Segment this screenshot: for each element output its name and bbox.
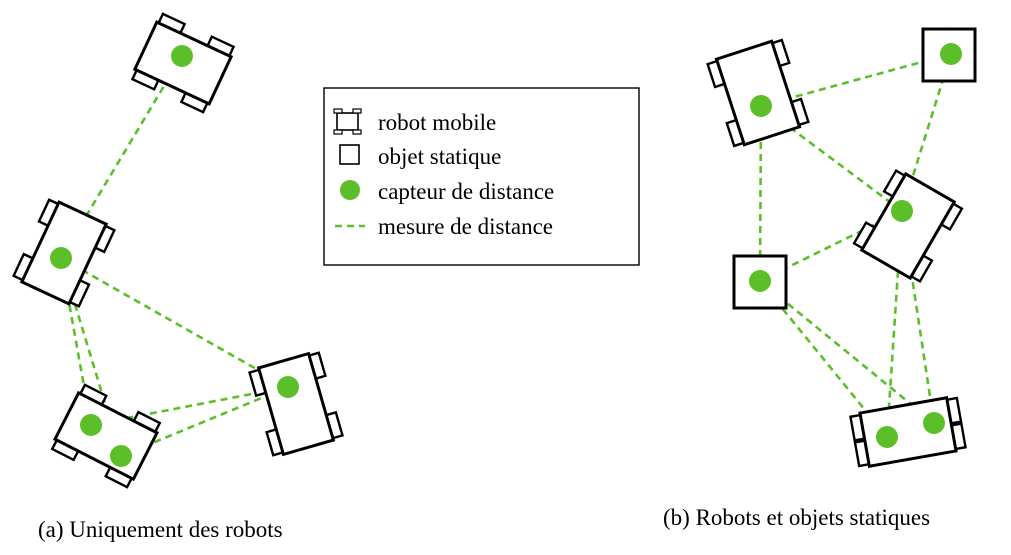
distance-sensor — [80, 414, 102, 436]
robot-a3 — [50, 383, 162, 489]
legend-frame — [323, 87, 640, 266]
distance-sensor — [110, 445, 132, 467]
distance-sensors — [50, 43, 962, 467]
distance-measure — [60, 256, 289, 389]
distance-sensor-icon — [340, 180, 360, 200]
legend: robot mobile objet statique capteur de d… — [323, 87, 640, 266]
caption-panel-b: (b) Robots et objets statiques — [663, 505, 930, 530]
caption-panel-a: (a) Uniquement des robots — [38, 517, 283, 542]
distance-sensor — [891, 200, 913, 222]
distance-sensor — [923, 412, 945, 434]
distance-measure — [90, 385, 289, 427]
robot-body — [256, 351, 336, 457]
robot-body — [52, 390, 160, 482]
distance-sensor — [749, 270, 771, 292]
robot-b2 — [852, 168, 964, 284]
distance-sensor — [277, 376, 299, 398]
legend-label-distance-sensor: capteur de distance — [378, 179, 554, 204]
legend-label-robot-mobile: robot mobile — [378, 110, 496, 135]
distance-sensor — [876, 426, 898, 448]
robot-body — [858, 396, 958, 468]
distance-measure — [760, 52, 952, 108]
distance-sensor — [940, 43, 962, 65]
distance-measure — [759, 279, 935, 425]
static-object-icon — [339, 144, 360, 165]
distance-sensor — [171, 45, 193, 67]
robot-a4 — [248, 351, 344, 457]
robot-b1 — [706, 38, 810, 148]
legend-label-distance-measure: mesure de distance — [378, 214, 553, 239]
distance-sensor — [50, 247, 72, 269]
robot-mobile-icon — [333, 108, 362, 135]
robot-b3 — [849, 396, 967, 468]
legend-label-static-object: objet statique — [378, 144, 501, 169]
distance-sensor — [750, 95, 772, 117]
robot-body — [859, 171, 957, 281]
robot-body — [714, 39, 802, 147]
distance-measure — [758, 280, 889, 438]
